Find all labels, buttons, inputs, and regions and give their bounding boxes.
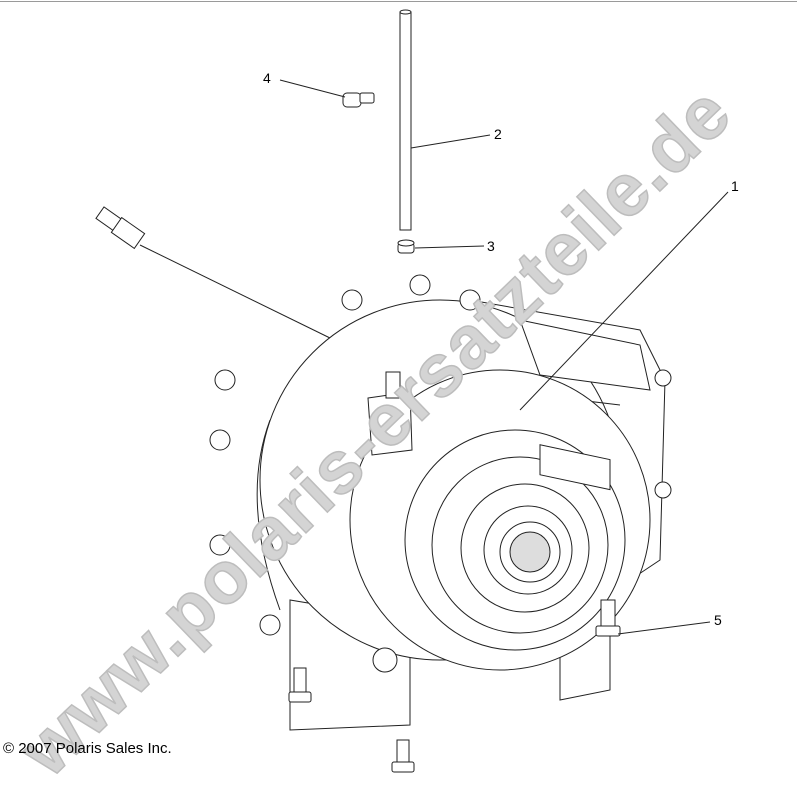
gearcase-housing [209,274,672,731]
callout-3: 3 [487,238,495,254]
callout-1: 1 [731,178,739,194]
top-border [0,1,797,2]
sensor-connector [95,206,331,339]
callout-4: 4 [263,70,271,86]
clamp [397,239,415,254]
bolts [288,599,621,773]
callout-2: 2 [494,126,502,142]
copyright: © 2007 Polaris Sales Inc. [3,740,172,757]
callout-5: 5 [714,612,722,628]
fitting [342,92,375,108]
vent-tube [399,9,412,231]
